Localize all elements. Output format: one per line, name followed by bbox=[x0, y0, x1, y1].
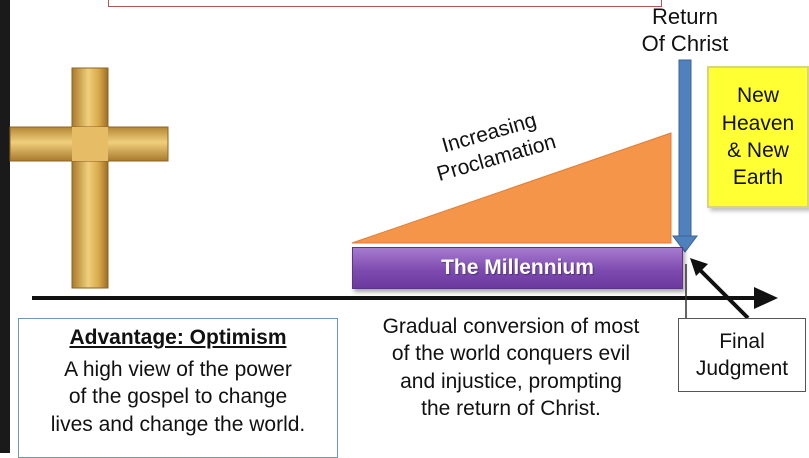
final-judgment-pointer bbox=[685, 258, 750, 320]
return-arrow bbox=[672, 59, 698, 253]
advantage-title: Advantage: Optimism bbox=[18, 325, 338, 351]
proclamation-wedge bbox=[351, 132, 672, 244]
gradual-conversion-text: Gradual conversion of most of the world … bbox=[382, 315, 640, 420]
new-heaven-box: New Heaven & New Earth bbox=[707, 66, 809, 208]
final-judgment-label: Final Judgment bbox=[695, 329, 789, 380]
new-heaven-label: New Heaven & New Earth bbox=[721, 84, 795, 190]
final-judgment-box: Final Judgment bbox=[678, 318, 806, 392]
top-box-edge bbox=[108, 0, 662, 7]
millennium-bar: The Millennium bbox=[352, 247, 683, 289]
advantage-body: A high view of the power of the gospel t… bbox=[50, 358, 306, 436]
left-edge-strip bbox=[0, 0, 10, 453]
cross-icon bbox=[9, 67, 169, 289]
advantage-box bbox=[18, 318, 338, 458]
millennium-label: The Millennium bbox=[441, 256, 594, 279]
timeline-arrow bbox=[32, 287, 778, 309]
advantage-title-text: Advantage: Optimism bbox=[69, 326, 287, 349]
return-of-christ-label: Return Of Christ bbox=[641, 4, 729, 56]
